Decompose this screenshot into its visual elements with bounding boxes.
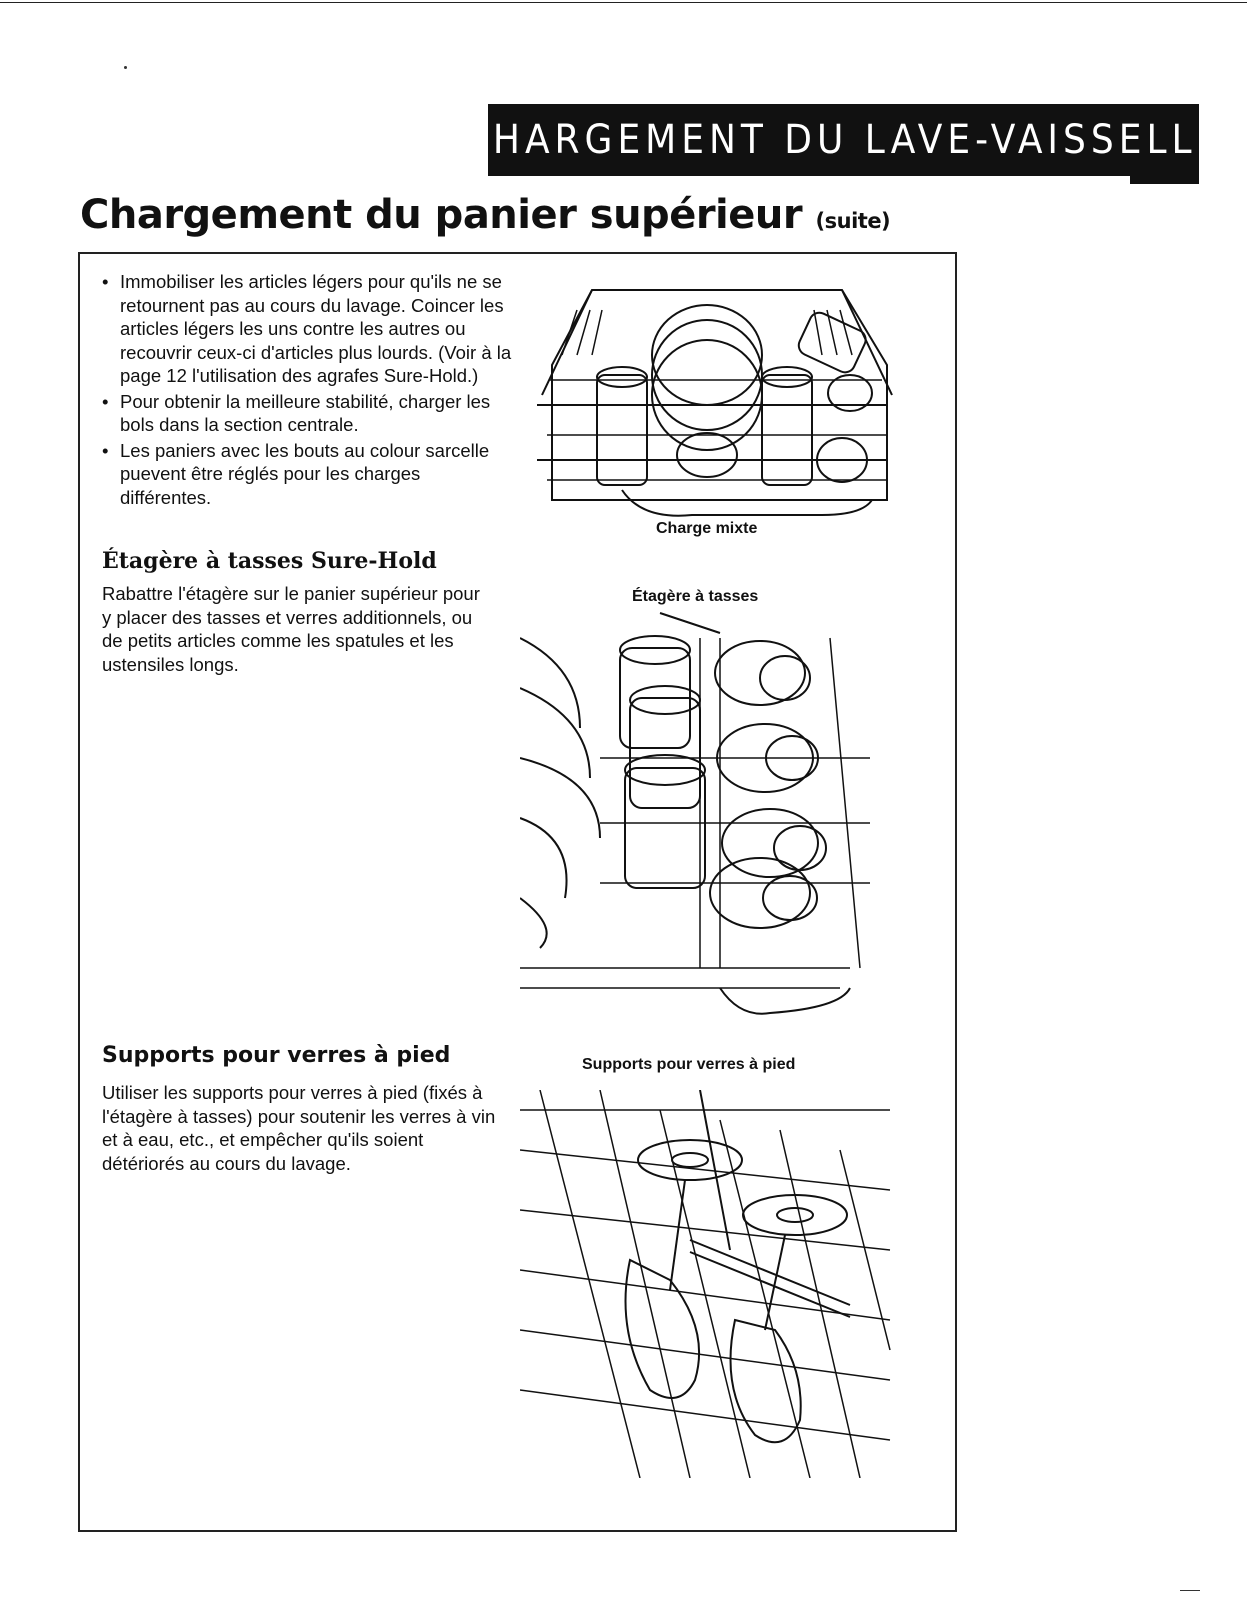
intro-text: Immobiliser les articles légers pour qu'… <box>102 270 512 511</box>
speck <box>124 66 127 69</box>
bullet-item: Les paniers avec les bouts au colour sar… <box>102 439 512 510</box>
mixed-load-caption: Charge mixte <box>656 520 758 537</box>
stemware-illustration <box>520 1090 892 1478</box>
stemware-text: Utiliser les supports pour verres à pied… <box>102 1082 496 1174</box>
stem-supports-caption: Supports pour verres à pied <box>582 1056 796 1073</box>
cup-shelf-heading: Étagère à tasses Sure-Hold <box>102 548 437 574</box>
page-title-suffix: (suite) <box>815 209 891 233</box>
cup-shelf-illustration <box>520 608 882 1028</box>
cup-shelf-caption: Étagère à tasses <box>632 588 759 605</box>
page-title: Chargement du panier supérieur (suite) <box>80 192 891 238</box>
banner-text: CHARGEMENT DU LAVE-VAISSELLE <box>462 117 1225 163</box>
corner-mark <box>1180 1590 1200 1591</box>
bullet-item: Pour obtenir la meilleure stabilité, cha… <box>102 390 512 437</box>
content-frame <box>78 252 957 1532</box>
stemware-heading: Supports pour verres à pied <box>102 1043 451 1068</box>
page-title-text: Chargement du panier supérieur <box>80 192 803 238</box>
intro-bullet-list: Immobiliser les articles légers pour qu'… <box>102 270 512 509</box>
mixed-load-illustration <box>522 265 902 530</box>
top-rule <box>0 2 1247 3</box>
section-banner: CHARGEMENT DU LAVE-VAISSELLE <box>463 104 1219 176</box>
banner-tail <box>1130 176 1199 184</box>
bullet-item: Immobiliser les articles légers pour qu'… <box>102 270 512 388</box>
cup-shelf-text: Rabattre l'étagère sur le panier supérie… <box>102 583 480 675</box>
